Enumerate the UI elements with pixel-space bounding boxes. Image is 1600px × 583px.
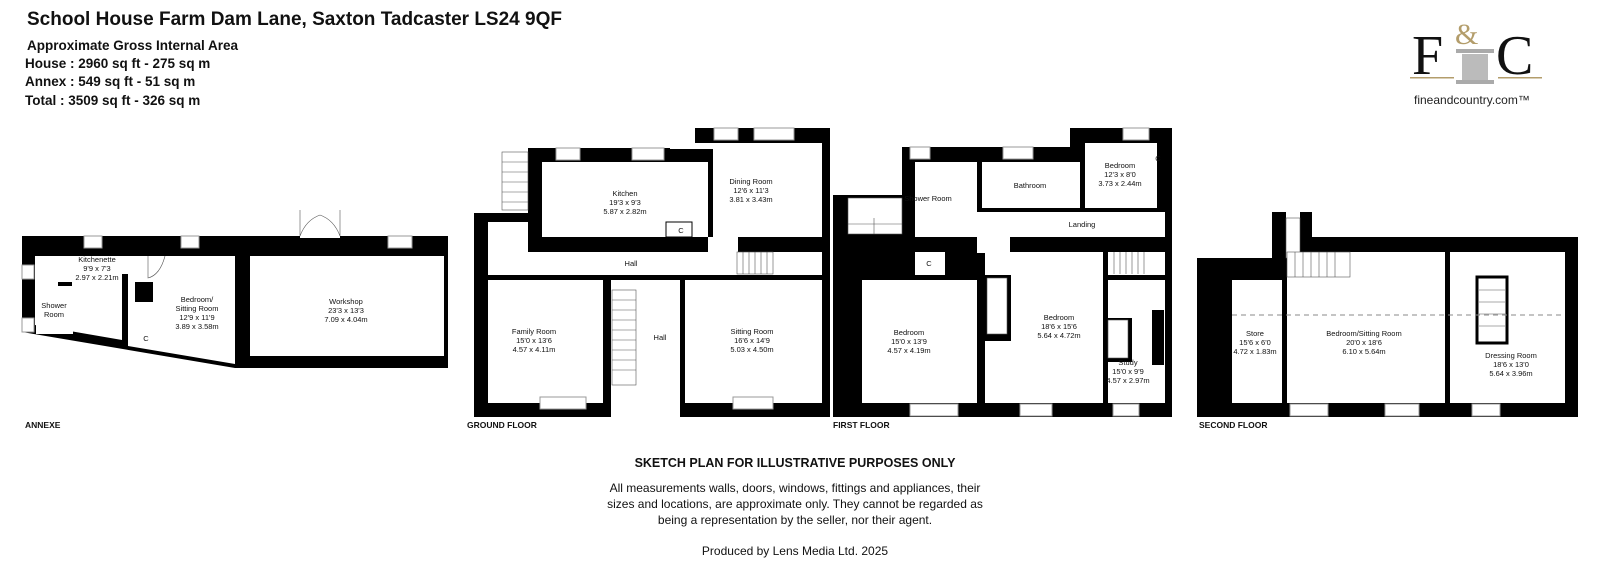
room-label: C — [678, 226, 684, 235]
annex-area: Annex : 549 sq ft - 51 sq m — [25, 74, 196, 89]
disclaimer-line-2: sizes and locations, are approximate onl… — [607, 497, 983, 511]
room-label: Landing — [1069, 220, 1096, 229]
disclaimer-line-1: All measurements walls, doors, windows, … — [609, 481, 981, 495]
room-label: Bathroom — [1014, 181, 1047, 190]
room-label: C — [926, 259, 932, 268]
room-label: 5.64 x 4.72m — [1037, 331, 1080, 340]
room-label: Family Room — [512, 327, 556, 336]
room-label: 7.09 x 4.04m — [324, 315, 367, 324]
room-label: Room — [44, 310, 64, 319]
svg-text:F: F — [1412, 25, 1443, 87]
producer-credit: Produced by Lens Media Ltd. 2025 — [701, 544, 889, 558]
second-floor-label: SECOND FLOOR — [1199, 420, 1267, 430]
room-label: Kitchen — [612, 189, 637, 198]
room-label: Dressing Room — [1485, 351, 1537, 360]
annexe-plan: Kitchenette 9'9 x 7'3 2.97 x 2.21m Showe… — [21, 210, 448, 430]
room-label: 5.64 x 3.96m — [1489, 369, 1532, 378]
room-label: Hall — [625, 259, 638, 268]
property-title: School House Farm Dam Lane, Saxton Tadca… — [27, 9, 562, 30]
svg-text:&: & — [1455, 18, 1478, 51]
room-label: C — [1155, 154, 1161, 163]
second-floor-plan: Store 15'6 x 6'0 4.72 x 1.83m Bedroom/Si… — [1197, 212, 1578, 430]
room-label: Study — [1118, 358, 1137, 367]
room-label: Sitting Room — [176, 304, 219, 313]
room-label: 4.72 x 1.83m — [1233, 347, 1276, 356]
room-label: Bedroom — [894, 328, 924, 337]
room-label: 4.57 x 2.97m — [1106, 376, 1149, 385]
room-label: Bedroom/Sitting Room — [1326, 329, 1401, 338]
room-label: 15'0 x 9'9 — [1112, 367, 1144, 376]
fine-and-country-logo: F C & fineandcountry.com™ — [1410, 14, 1545, 114]
first-floor-label: FIRST FLOOR — [833, 420, 890, 430]
room-label: 5.03 x 4.50m — [730, 345, 773, 354]
room-label: 3.81 x 3.43m — [729, 195, 772, 204]
room-label: 3.89 x 3.58m — [175, 322, 218, 331]
disclaimer-line-3: being a representation by the seller, no… — [657, 513, 933, 527]
room-label: 5.87 x 2.82m — [603, 207, 646, 216]
room-label: 18'6 x 13'0 — [1493, 360, 1529, 369]
room-label: Shower Room — [904, 194, 952, 203]
room-label: 23'3 x 13'3 — [328, 306, 364, 315]
room-label: Bedroom — [1105, 161, 1135, 170]
room-label: 15'0 x 13'6 — [516, 336, 552, 345]
ground-floor-label: GROUND FLOOR — [467, 420, 537, 430]
room-label: 12'9 x 11'9 — [179, 313, 214, 322]
room-label: Bedroom/ — [181, 295, 214, 304]
ground-floor-plan: Kitchen 19'3 x 9'3 5.87 x 2.82m Dining R… — [467, 127, 830, 430]
room-label: Sitting Room — [731, 327, 774, 336]
disclaimer-heading: SKETCH PLAN FOR ILLUSTRATIVE PURPOSES ON… — [634, 456, 956, 470]
room-label: 18'6 x 15'6 — [1041, 322, 1077, 331]
room-label: 12'3 x 8'0 — [1104, 170, 1136, 179]
room-label: fineandcountry.com™ — [1414, 93, 1530, 107]
room-label: 9'9 x 7'3 — [83, 264, 110, 273]
room-label: C — [143, 334, 149, 343]
annexe-label: ANNEXE — [25, 420, 61, 430]
total-area: Total : 3509 sq ft - 326 sq m — [25, 93, 201, 108]
room-label: 4.57 x 4.11m — [513, 345, 556, 354]
svg-text:C: C — [1496, 25, 1533, 87]
room-label: 6.10 x 5.64m — [1342, 347, 1385, 356]
house-area: House : 2960 sq ft - 275 sq m — [25, 56, 211, 71]
room-label: 15'0 x 13'9 — [891, 337, 927, 346]
room-label: Hall — [654, 333, 667, 342]
room-label: 16'6 x 14'9 — [734, 336, 770, 345]
room-label: 12'6 x 11'3 — [733, 186, 768, 195]
room-label: 2.97 x 2.21m — [75, 273, 118, 282]
room-label: Kitchenette — [78, 255, 116, 264]
room-label: Bedroom — [1044, 313, 1074, 322]
room-label: 20'0 x 18'6 — [1346, 338, 1382, 347]
room-label: Store — [1246, 329, 1264, 338]
room-label: Workshop — [329, 297, 363, 306]
room-label: 4.57 x 4.19m — [887, 346, 930, 355]
area-heading: Approximate Gross Internal Area — [27, 38, 239, 53]
first-floor-plan: Shower Room Bathroom Bedroom 12'3 x 8'0 … — [833, 127, 1172, 430]
room-label: Dining Room — [729, 177, 772, 186]
room-label: Shower — [41, 301, 67, 310]
room-label: 19'3 x 9'3 — [609, 198, 641, 207]
room-label: 15'6 x 6'0 — [1239, 338, 1271, 347]
room-label: 3.73 x 2.44m — [1098, 179, 1141, 188]
